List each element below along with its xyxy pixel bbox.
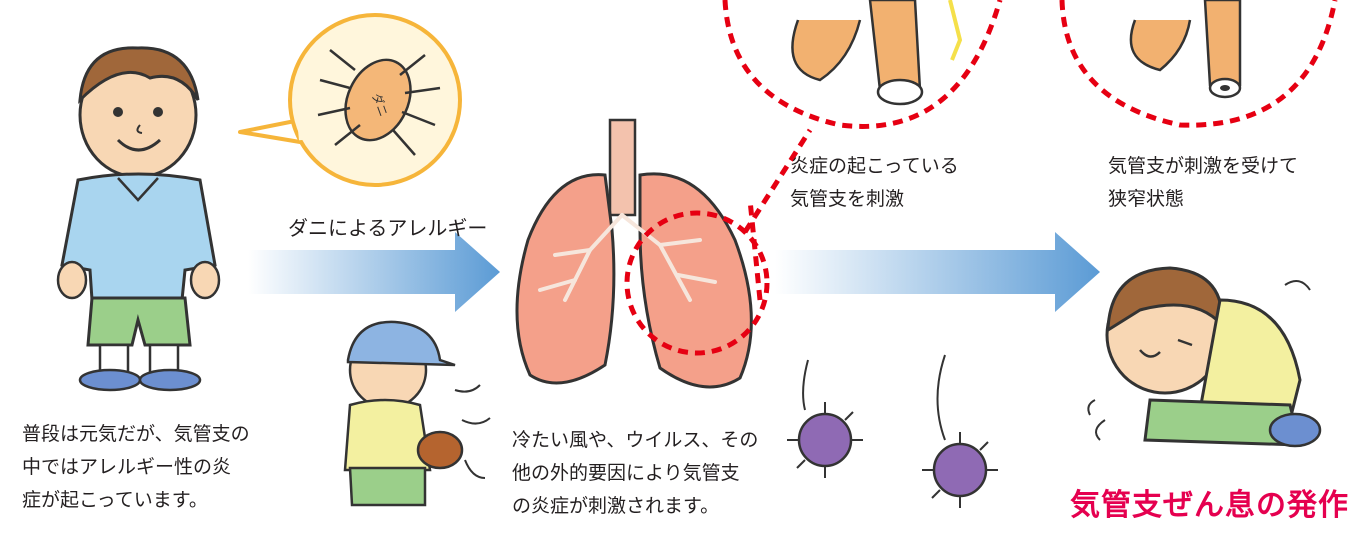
- normal-state-caption: 普段は元気だが、気管支の 中ではアレルギー性の炎 症が起こっています。: [22, 418, 250, 517]
- asthma-attack-title: 気管支ぜん息の発作: [1070, 480, 1349, 524]
- mite-label: ダニ: [369, 91, 391, 119]
- stimulus-caption: 冷たい風や、ウイルス、その 他の外的要因により気管支 の炎症が刺激されます。: [512, 424, 758, 523]
- mite-allergy-caption: ダニによるアレルギー: [288, 212, 487, 245]
- narrowed-bronchus-caption: 気管支が刺激を受けて 狭窄状態: [1108, 150, 1298, 216]
- inflamed-bronchus-caption: 炎症の起こっている 気管支を刺激: [790, 150, 959, 216]
